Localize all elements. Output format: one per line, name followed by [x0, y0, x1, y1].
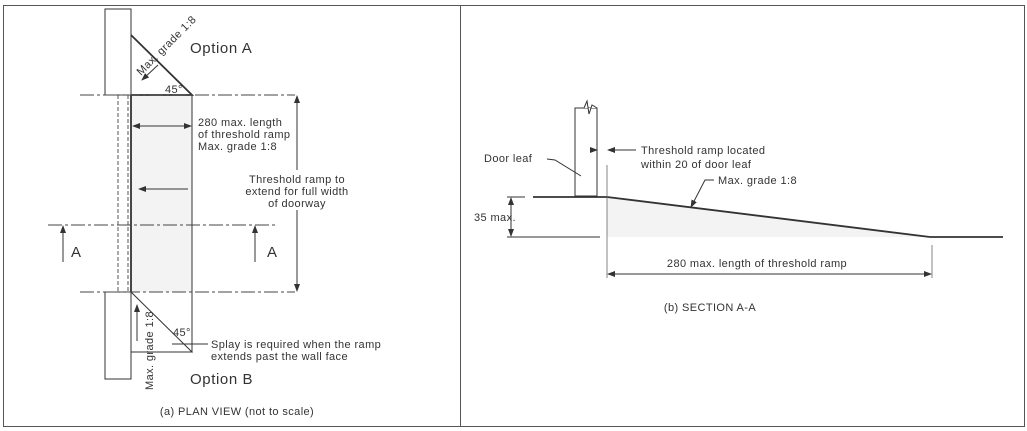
ramp-slope [606, 196, 931, 238]
section-label-right: A [267, 244, 278, 261]
length-note: 280 max. length [198, 117, 282, 129]
location-note: within 20 of door leaf [640, 159, 752, 171]
door-leaf [574, 107, 598, 197]
option-a-label: Option A [190, 40, 252, 57]
section-view: 35 max. 280 max. length of threshold ram… [474, 99, 1003, 314]
width-note: of doorway [268, 198, 326, 210]
option-b-label: Option B [190, 371, 253, 388]
plan-view: A A Max. grade 1:8 45° Option A 280 max.… [48, 8, 381, 418]
lower-wall [104, 291, 132, 380]
ramp-area [131, 95, 192, 292]
grade-leader [690, 179, 714, 208]
section-caption: (b) SECTION A-A [664, 302, 756, 314]
angle-label-a: 45° [165, 84, 183, 96]
section-label-left: A [71, 244, 82, 261]
width-note: Threshold ramp to [249, 174, 345, 186]
door-leaf-label: Door leaf [484, 153, 533, 165]
section-view-frame [460, 5, 1025, 427]
splay-note: extends past the wall face [211, 351, 348, 363]
length-note: of threshold ramp [198, 129, 290, 141]
door-leaf-leader [546, 158, 582, 177]
angle-label-b: 45° [173, 327, 191, 339]
splay-note: Splay is required when the ramp [211, 339, 381, 351]
plan-caption: (a) PLAN VIEW (not to scale) [160, 406, 314, 418]
break-symbol [575, 99, 598, 115]
width-note: extend for full width [245, 186, 348, 198]
location-note: Threshold ramp located [641, 145, 765, 157]
height-label: 35 max. [474, 212, 516, 224]
plan-view-frame [3, 5, 461, 427]
slope-arrow-a [141, 64, 159, 81]
upper-wall [104, 8, 132, 96]
splay-option-b [130, 291, 194, 353]
length-label: 280 max. length of threshold ramp [667, 258, 847, 270]
length-note: Max. grade 1:8 [198, 141, 277, 153]
grade-label-b: Max. grade 1:8 [144, 311, 156, 390]
grade-label: Max. grade 1:8 [718, 175, 797, 187]
